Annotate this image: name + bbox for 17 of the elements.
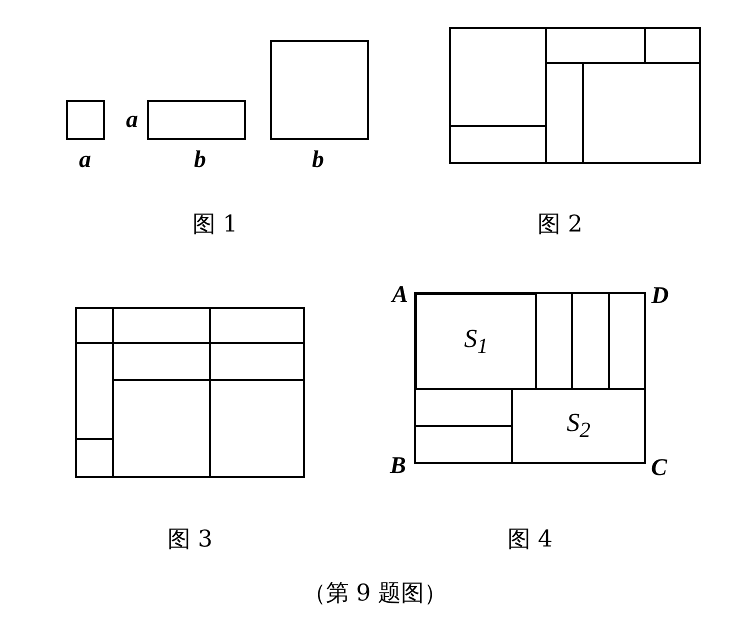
figure-caption: 图 3 xyxy=(168,528,212,552)
region-rectangle xyxy=(511,388,646,464)
dimension-label: b xyxy=(194,148,206,172)
dimension-label: b xyxy=(312,148,324,172)
figure-caption: 图 2 xyxy=(538,214,582,236)
vertex-label: B xyxy=(390,454,406,478)
vertex-label: C xyxy=(651,456,667,480)
vertex-label: D xyxy=(651,284,669,308)
region-rectangle xyxy=(415,293,537,390)
dimension-label: a xyxy=(126,108,138,132)
figure-caption: 图 1 xyxy=(192,214,238,236)
area-label: S$_{2}$ xyxy=(566,408,590,444)
vertex-label: A xyxy=(392,283,408,307)
figure-caption: 图 4 xyxy=(508,528,552,552)
area-label: S$_{1}$ xyxy=(464,324,488,360)
figure-caption: （第 9 题图） xyxy=(302,582,448,606)
dimension-label: a xyxy=(79,148,91,172)
